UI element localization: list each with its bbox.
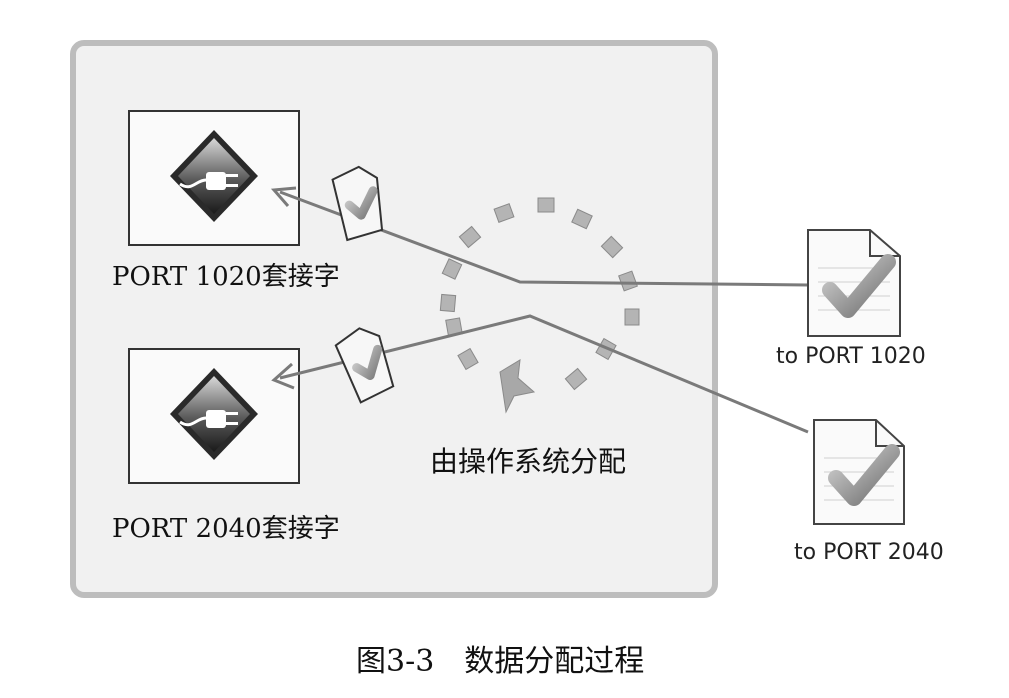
os-label: 由操作系统分配 <box>430 445 627 478</box>
plug-icon <box>170 368 258 460</box>
packet-icon <box>334 327 395 404</box>
socket-box-2040 <box>128 348 300 484</box>
os-dispatcher-icon <box>439 197 640 414</box>
figure-caption: 图3-3 数据分配过程 <box>356 644 645 679</box>
plug-icon <box>170 130 258 222</box>
packet-icon <box>331 165 384 242</box>
document-icon <box>807 229 901 337</box>
socket-box-1020 <box>128 110 300 246</box>
document-label-1020: to PORT 1020 <box>776 344 926 369</box>
socket-label-1020: PORT 1020套接字 <box>112 262 340 292</box>
document-label-2040: to PORT 2040 <box>794 540 944 565</box>
socket-label-2040: PORT 2040套接字 <box>112 514 340 544</box>
document-icon <box>813 419 905 525</box>
